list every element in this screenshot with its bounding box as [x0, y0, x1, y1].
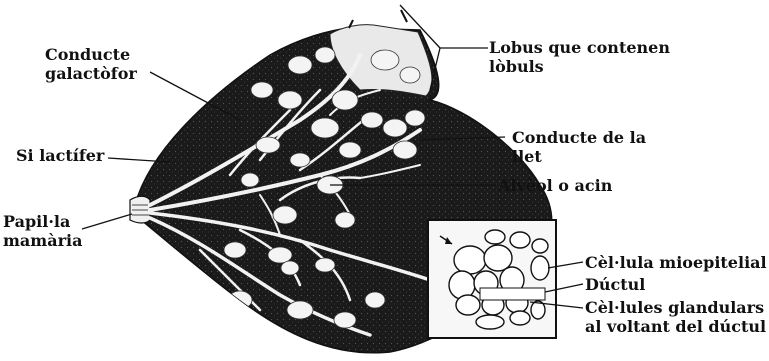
label-conducte-llet: Conducte de la llet — [512, 128, 646, 166]
label-alveol: Alvèol o acin — [498, 176, 612, 195]
label-conducte-galactofor-line2: galactòfor — [45, 64, 137, 83]
label-lobus-line2: lòbuls — [489, 57, 670, 76]
label-lobus-line1: Lobus que contenen — [489, 38, 670, 57]
label-cellules-glandulars: Cèl·lules glandulars al voltant del dúct… — [585, 298, 766, 336]
label-ductul: Dúctul — [585, 275, 645, 294]
label-conducte-llet-line2: llet — [512, 147, 646, 166]
label-conducte-galactofor-line1: Conducte — [45, 45, 137, 64]
label-papil-la-mamaria: Papil·la mamària — [3, 212, 82, 250]
label-conducte-galactofor: Conducte galactòfor — [45, 45, 137, 83]
label-cellula-mioepitelial: Cèl·lula mioepitelial — [585, 253, 767, 272]
label-papil-la-mamaria-line2: mamària — [3, 231, 82, 250]
label-lobus: Lobus que contenen lòbuls — [489, 38, 670, 76]
nipple — [130, 196, 150, 223]
label-cellules-glandulars-line2: al voltant del dúctul — [585, 317, 766, 336]
label-si-lactifer: Si lactífer — [16, 146, 104, 165]
inset-acinus — [428, 220, 556, 338]
ductule-lumen — [480, 288, 545, 300]
label-cellules-glandulars-line1: Cèl·lules glandulars — [585, 298, 766, 317]
label-papil-la-mamaria-line1: Papil·la — [3, 212, 82, 231]
label-conducte-llet-line1: Conducte de la — [512, 128, 646, 147]
